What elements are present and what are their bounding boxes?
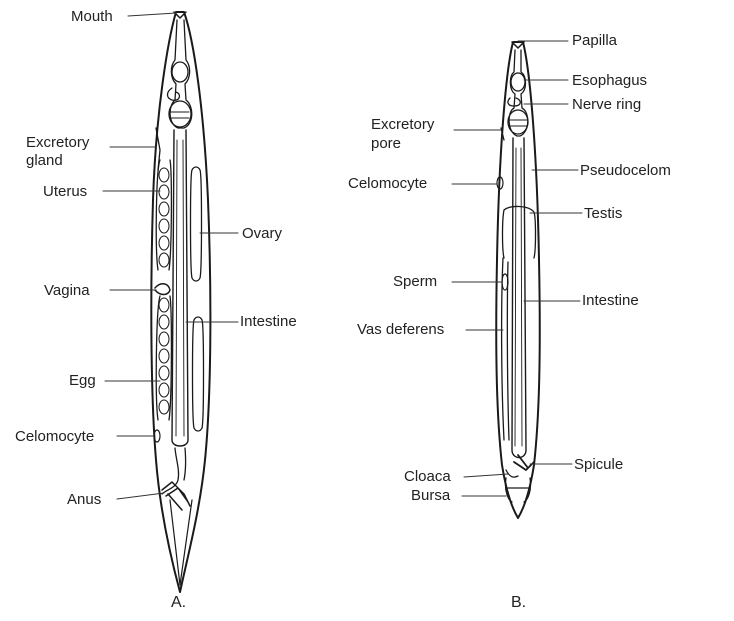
female-nerve-coil (168, 88, 180, 100)
male-bulb-valve (509, 120, 527, 126)
label-intestine-b: Intestine (582, 292, 639, 309)
male-worm-drawing (496, 42, 540, 518)
female-anus-structure (162, 482, 190, 510)
label-celomocyte-b: Celomocyte (348, 175, 427, 192)
label-excretory-pore-line2: pore (371, 135, 401, 152)
label-esophagus: Esophagus (572, 72, 647, 89)
label-uterus: Uterus (43, 183, 87, 200)
label-intestine-a: Intestine (240, 313, 297, 330)
male-pharynx (509, 50, 528, 136)
male-intestine-inner (515, 148, 522, 446)
label-celomocyte-a: Celomocyte (15, 428, 94, 445)
label-ovary: Ovary (242, 225, 282, 242)
label-egg: Egg (69, 372, 96, 389)
label-testis: Testis (584, 205, 622, 222)
label-nerve-ring: Nerve ring (572, 96, 641, 113)
label-excretory-pore-line1: Excretory (371, 116, 434, 133)
female-eggs (159, 168, 169, 414)
female-ovary-lower (193, 317, 204, 431)
label-spicule: Spicule (574, 456, 623, 473)
male-intestine (512, 138, 526, 458)
label-mouth: Mouth (71, 8, 113, 25)
male-testis (503, 206, 536, 258)
label-vas-deferens: Vas deferens (357, 321, 444, 338)
label-bursa: Bursa (411, 487, 450, 504)
male-terminal-bulb (508, 110, 528, 134)
female-tail-lines (170, 500, 192, 585)
male-bursa (505, 478, 530, 502)
female-vagina (155, 284, 170, 295)
label-excretory-gland-line1: Excretory (26, 134, 89, 151)
male-pharynx-bulb (511, 73, 525, 91)
label-cloaca: Cloaca (404, 468, 451, 485)
female-intestine-inner (176, 140, 184, 436)
female-intestine (172, 130, 188, 446)
label-anus: Anus (67, 491, 101, 508)
female-body-outline (151, 12, 210, 592)
label-papilla: Papilla (572, 32, 617, 49)
label-excretory-gland-line2: gland (26, 152, 63, 169)
female-bulb-valve (171, 112, 189, 118)
label-pseudocelom: Pseudocelom (580, 162, 671, 179)
female-pharynx-bulb (172, 62, 188, 82)
female-terminal-bulb (169, 101, 191, 127)
female-worm-drawing (151, 12, 210, 592)
caption-a: A. (171, 594, 186, 612)
label-vagina: Vagina (44, 282, 90, 299)
label-sperm: Sperm (393, 273, 437, 290)
caption-b: B. (511, 594, 526, 612)
female-ovary-right (191, 167, 202, 281)
